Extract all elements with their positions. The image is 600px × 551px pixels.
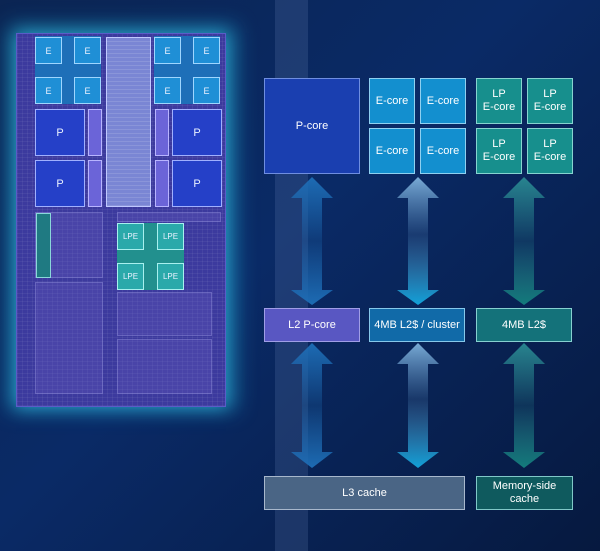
arrow-pcore-l2 — [291, 177, 333, 305]
e-core-box: E-core — [369, 78, 415, 124]
die-lpe-core: LPE — [157, 223, 184, 250]
die-p-core: P — [35, 109, 85, 156]
memory-side-cache-box: Memory-side cache — [476, 476, 573, 510]
die-e-core: E — [193, 37, 220, 64]
lp-e-core-box: LP E-core — [476, 128, 522, 174]
e-core-box: E-core — [369, 128, 415, 174]
p-core-box: P-core — [264, 78, 360, 174]
die-soc-region — [117, 339, 212, 394]
die-soc-region — [35, 282, 103, 394]
die-e-core: E — [35, 77, 62, 104]
arrow-l2lp-msc — [503, 343, 545, 468]
arrow-l2p-l3 — [291, 343, 333, 468]
l3-cache-box: L3 cache — [264, 476, 465, 510]
lp-e-core-box: LP E-core — [527, 128, 573, 174]
die-lpe-core: LPE — [157, 263, 184, 290]
die-p-core: P — [35, 160, 85, 207]
die-p-core-l2 — [155, 109, 169, 156]
die-e-core: E — [74, 37, 101, 64]
die-p-core: P — [172, 160, 222, 207]
die-e-core: E — [193, 77, 220, 104]
e-core-box: E-core — [420, 78, 466, 124]
die-shot: E E E E E E E E P P P P LPE LPE LPE LPE — [16, 33, 226, 407]
die-e-core: E — [154, 77, 181, 104]
die-lpe-core: LPE — [117, 223, 144, 250]
e-core-box: E-core — [420, 128, 466, 174]
die-p-core-l2 — [88, 109, 102, 156]
die-e-core: E — [74, 77, 101, 104]
die-memory-side-cache — [36, 213, 51, 278]
die-llc-block — [106, 37, 151, 207]
die-p-core-l2 — [88, 160, 102, 207]
die-soc-region — [117, 292, 212, 336]
l2-lp-box: 4MB L2$ — [476, 308, 572, 342]
arrow-ecore-l2 — [397, 177, 439, 305]
arrow-l2e-l3 — [397, 343, 439, 468]
die-e-core: E — [154, 37, 181, 64]
die-p-core-l2 — [155, 160, 169, 207]
l2-p-core-box: L2 P-core — [264, 308, 360, 342]
die-e-core: E — [35, 37, 62, 64]
lp-e-core-box: LP E-core — [476, 78, 522, 124]
die-soc-region — [117, 212, 221, 222]
l2-e-cluster-box: 4MB L2$ / cluster — [369, 308, 465, 342]
lp-e-core-box: LP E-core — [527, 78, 573, 124]
die-lpe-core: LPE — [117, 263, 144, 290]
die-p-core: P — [172, 109, 222, 156]
arrow-lpcore-l2 — [503, 177, 545, 305]
